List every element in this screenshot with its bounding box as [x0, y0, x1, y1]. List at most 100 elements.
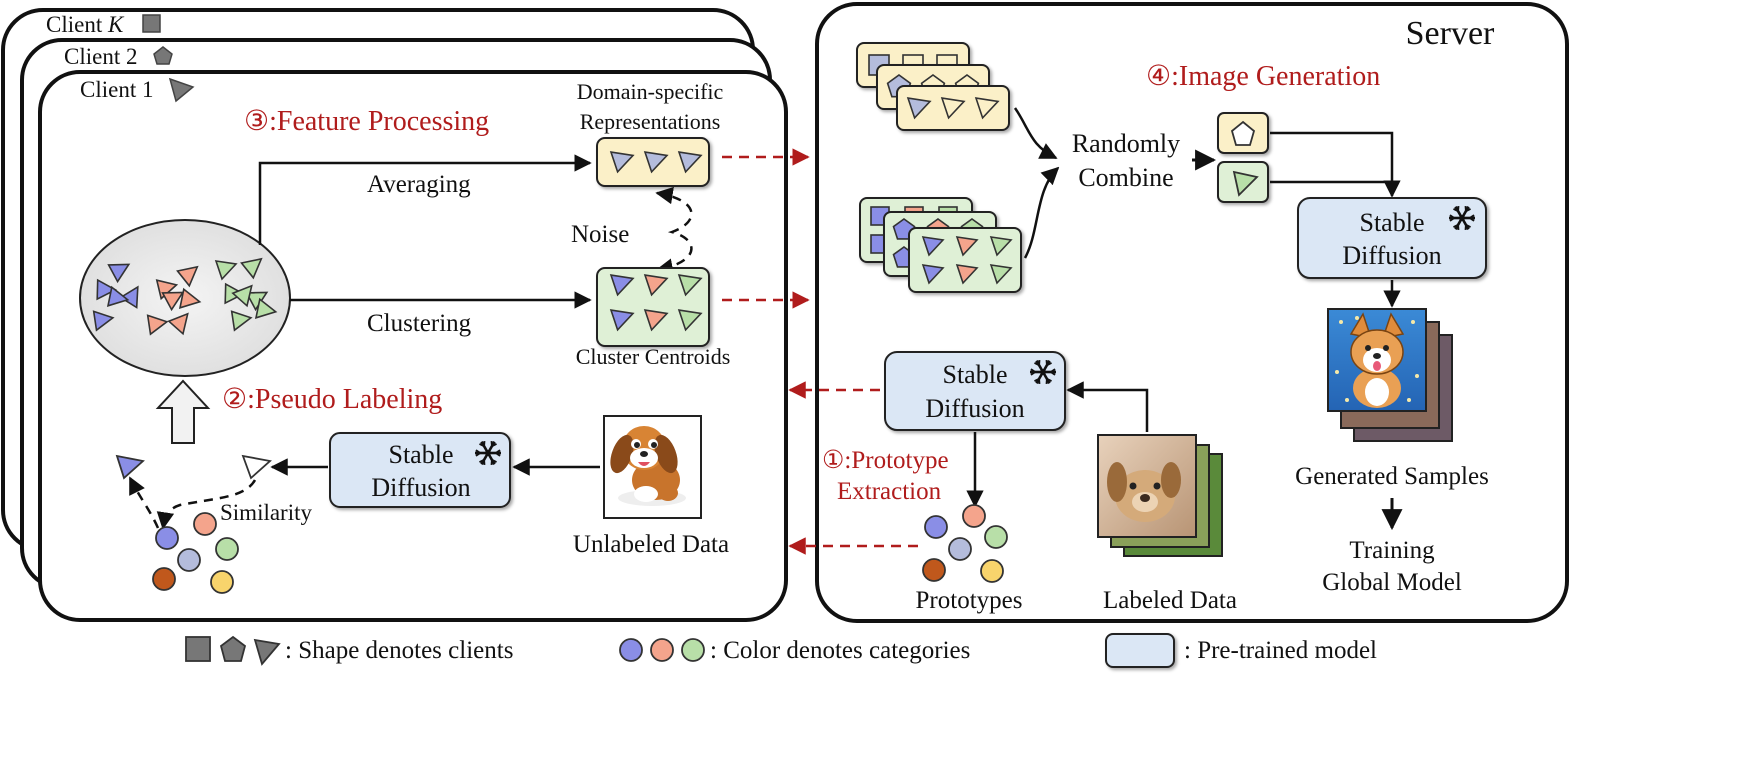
client-k-label: Client K: [46, 12, 125, 37]
green-feature-triangle: [214, 260, 238, 281]
prototype-extraction-label-1: ①:Prototype: [822, 447, 949, 474]
noise-arrow: [655, 186, 693, 276]
prototype-purple: [155, 526, 179, 550]
feature-triangles: [92, 257, 278, 336]
salmon-feature-triangle: [178, 287, 202, 309]
label-assign-arrow: [128, 476, 160, 529]
gen-sd-label-1: Stable: [1360, 208, 1425, 237]
triangle-mark: [955, 236, 979, 257]
randomly-label: Randomly: [1072, 129, 1180, 158]
cartoon-dog-icon: [610, 426, 686, 506]
legend-model-box: [1105, 633, 1175, 668]
legend-shape-text: : Shape denotes clients: [285, 637, 513, 664]
green-feature-triangle: [254, 297, 278, 319]
cluster-centroids-label: Cluster Centroids: [576, 344, 731, 369]
server-panel: [815, 2, 1569, 623]
query-triangle-gray: [241, 454, 272, 480]
purple-feature-triangle: [96, 278, 118, 301]
prototype-steel: [177, 548, 201, 572]
training-label-2: Global Model: [1322, 569, 1462, 596]
pseudo-labeling-title: ②:Pseudo Labeling: [222, 384, 442, 415]
centroid-triangle: [643, 274, 669, 297]
representation-stack: [856, 42, 1010, 131]
triangle-mark: [974, 97, 1000, 120]
purple-feature-triangle: [107, 263, 131, 284]
snowflake-icon: [1030, 360, 1056, 384]
labeled-to-sd-arrow: [1066, 381, 1149, 432]
noise-label: Noise: [571, 221, 629, 248]
client-prototype-circles: [152, 512, 239, 594]
generated-samples-label: Generated Samples: [1295, 463, 1489, 490]
client-sd-label-2: Diffusion: [371, 473, 470, 502]
legend-salmon-circle: [650, 638, 674, 662]
pseudo-label-up-arrow: [155, 379, 211, 444]
green-feature-triangle: [240, 257, 263, 280]
prototype-green: [984, 525, 1008, 549]
client-1-panel: [38, 70, 788, 622]
pair-to-sd-arrow-1: [1270, 131, 1401, 198]
client-2-pentagon-icon: [153, 46, 173, 65]
prototype-yellow: [980, 559, 1004, 583]
training-label-1: Training: [1349, 537, 1435, 564]
proto-sd-label-2: Diffusion: [925, 394, 1024, 423]
triangle-mark: [921, 264, 945, 285]
averaging-arrow: [258, 154, 592, 245]
salmon-feature-triangle: [146, 314, 169, 336]
gen-sd-label-2: Diffusion: [1342, 241, 1441, 270]
server-title: Server: [1406, 15, 1495, 52]
centroid-triangle: [609, 274, 635, 297]
centroid-triangles: [609, 274, 703, 332]
purple-feature-triangle: [106, 285, 130, 307]
representation-triangle: [643, 151, 669, 174]
prototype-extraction-label-2: Extraction: [837, 478, 942, 505]
salmon-feature-triangle: [167, 312, 189, 336]
averaging-label: Averaging: [367, 171, 471, 198]
unlabeled-data-label: Unlabeled Data: [573, 531, 729, 558]
client-stable-diffusion-model: [329, 432, 511, 508]
snowflake-icon: [475, 441, 501, 465]
triangle-mark: [940, 97, 966, 120]
green-feature-triangle: [231, 284, 253, 308]
representation-triangle: [609, 151, 635, 174]
server-prototype-circles: [922, 504, 1008, 583]
client-1-triangle-icon: [168, 77, 195, 103]
similarity-arrow: [156, 479, 257, 530]
query-triangle-purple: [115, 454, 145, 480]
reps-to-combine-arrow: [1013, 107, 1058, 160]
salmon-feature-triangle: [176, 265, 199, 288]
prototypes-label: Prototypes: [916, 587, 1023, 614]
legend-pentagon-icon: [219, 635, 247, 662]
legend-color-text: : Color denotes categories: [710, 637, 970, 664]
puppy-photo-icon: [1107, 462, 1181, 522]
labeled-data-label: Labeled Data: [1103, 587, 1237, 614]
client-2-label: Client 2: [64, 44, 137, 69]
snowflake-icon: [1449, 206, 1475, 230]
legend-square-icon: [185, 636, 211, 662]
triangle-mark: [955, 264, 979, 285]
triangle-mark: [989, 236, 1013, 257]
triangle-mark: [921, 236, 945, 257]
feature-processing-title: ③:Feature Processing: [244, 106, 489, 137]
pentagon-icon: [1230, 120, 1256, 146]
legend-purple-circle: [619, 638, 643, 662]
corgi-icon: [1335, 312, 1419, 408]
server-generation-stable-diffusion: [1297, 197, 1487, 279]
similarity-label: Similarity: [220, 500, 313, 525]
salmon-feature-triangle: [155, 279, 179, 301]
prototype-brown: [152, 567, 176, 591]
combine-label: Combine: [1078, 163, 1173, 192]
triangle-mark: [989, 264, 1013, 285]
triangle-icon: [1232, 170, 1259, 197]
clustering-label: Clustering: [367, 310, 472, 337]
representation-triangle: [677, 151, 703, 174]
prototype-green: [215, 537, 239, 561]
client-sd-label-1: Stable: [389, 440, 454, 469]
legend-green-circle: [681, 638, 705, 662]
cents-to-combine-arrow: [1023, 166, 1060, 259]
prototype-salmon: [962, 504, 986, 528]
centroid-triangle: [677, 309, 703, 332]
purple-feature-triangle: [92, 310, 115, 332]
legend-triangle-icon: [253, 638, 281, 666]
legend-model-text: : Pre-trained model: [1184, 637, 1377, 664]
